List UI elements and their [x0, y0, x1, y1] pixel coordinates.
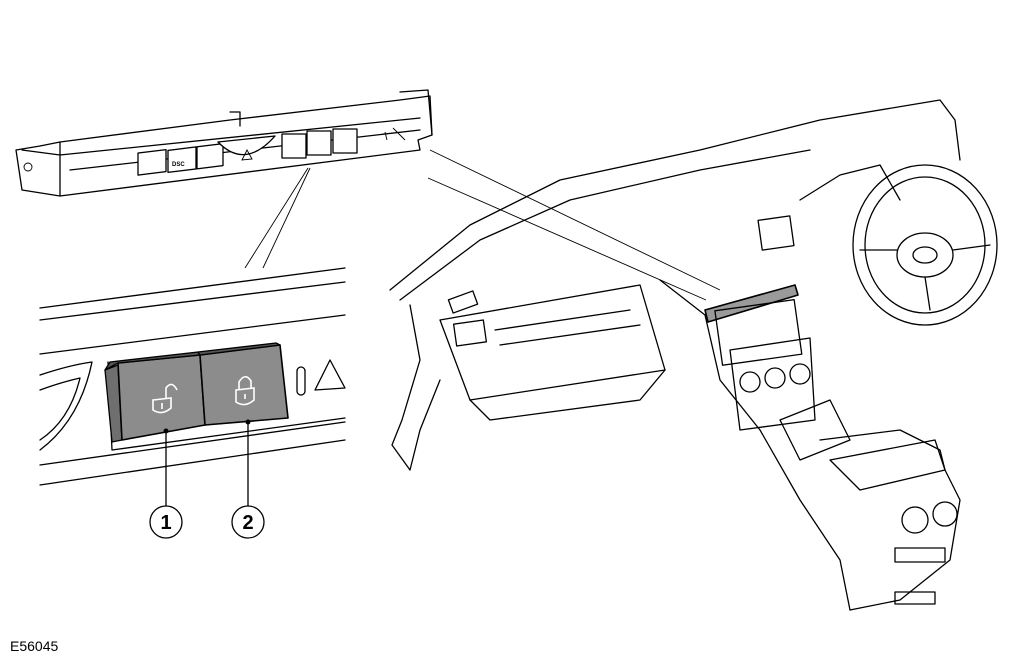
unlock-switch[interactable]	[117, 354, 206, 441]
steering-wheel	[852, 164, 998, 326]
lock-switch[interactable]	[199, 344, 289, 426]
figure-id: E56045	[10, 638, 59, 654]
lock-icon	[235, 375, 255, 406]
dashboard	[389, 99, 998, 611]
callout-1-label: 1	[160, 512, 171, 534]
dsc-label: DSC	[172, 162, 185, 168]
switch-detail: 1 2	[39, 267, 346, 539]
callout-2	[231, 505, 265, 539]
callout-1	[149, 505, 183, 539]
switch-pack-overview: DSC	[15, 89, 433, 197]
unlock-icon	[152, 383, 178, 414]
switch-pack-location	[704, 284, 799, 323]
callout-2-label: 2	[242, 512, 253, 534]
